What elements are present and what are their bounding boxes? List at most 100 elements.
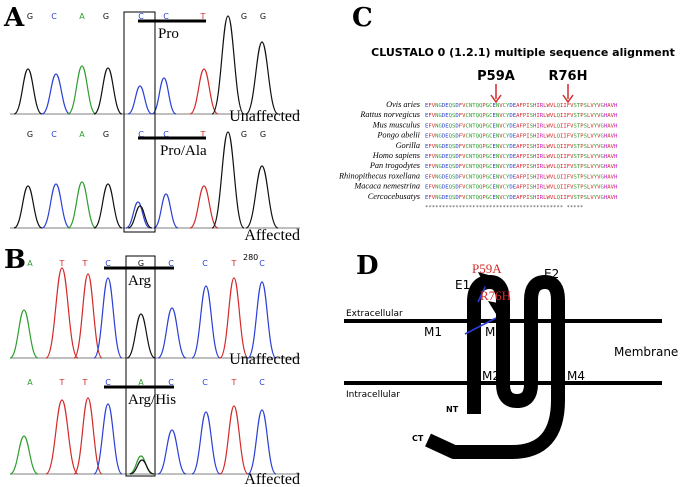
base-letter: G [103, 12, 109, 21]
chromatogram-peak [245, 41, 279, 115]
label-intracellular: Intracellular [346, 390, 400, 400]
alignment-row: EFVNGDEQSDFVCNTQQPGCENVCYDEAFPISHIRLWVLQ… [425, 195, 617, 201]
chromatogram-peak [247, 409, 277, 475]
base-letter: C [105, 378, 111, 387]
chromatogram-peak [219, 405, 249, 475]
mutation-1-pointer [478, 272, 492, 288]
label-extracellular: Extracellular [346, 309, 403, 319]
chromatogram-peak [219, 277, 249, 359]
species-name: Gorilla [396, 141, 420, 150]
chromatogram-peak [45, 399, 79, 475]
chromatogram-peak [247, 281, 277, 359]
base-letter: T [82, 378, 88, 387]
base-letter: G [241, 130, 247, 139]
chromatogram-peak [13, 185, 43, 229]
species-name: Pongo abelii [376, 131, 420, 140]
base-letter: G [260, 12, 266, 21]
label-ct: CT [412, 434, 424, 443]
panel-a-top-chromatogram [10, 15, 300, 115]
mutation-site-2-mark [464, 317, 497, 335]
panel-a-label: A [3, 3, 25, 33]
base-letter: G [138, 259, 144, 268]
label-e2: E2 [544, 267, 559, 281]
panel-c-mutation-2: R76H [549, 69, 588, 84]
panel-b-position: 280 [243, 253, 258, 262]
panel-a-bottom-caption: Affected [244, 227, 300, 244]
base-letter: T [59, 259, 65, 268]
panel-a-highlight-box [123, 11, 156, 233]
chromatogram-peak [9, 435, 39, 475]
mutation-2-pointer [488, 301, 503, 314]
base-letter: C [51, 12, 57, 21]
species-name: Rattus norvegicus [359, 110, 420, 119]
panel-b-bottom-annotation: Arg/His [128, 392, 176, 408]
alignment-row: EFVNGDEQSDFVCNTQQPGCENVCYDEAFPISHIRLWVLQ… [425, 144, 617, 150]
panel-a-bottom-annotation: Pro/Ala [160, 143, 207, 159]
chromatogram-peak [93, 67, 123, 115]
base-letter: T [231, 378, 237, 387]
panel-b-bottom-caption: Affected [244, 471, 300, 487]
chromatogram-peak [189, 68, 219, 115]
base-letter: C [168, 259, 174, 268]
chromatogram-peak [73, 397, 103, 475]
chromatogram-peak [245, 165, 279, 229]
panel-b-label: B [4, 245, 26, 275]
base-letter: A [79, 12, 85, 21]
chromatogram-peak [127, 205, 153, 229]
base-letter: A [27, 378, 33, 387]
chromatogram-peak [151, 77, 177, 115]
species-name: Ovis aries [386, 100, 420, 109]
chromatogram-peak [41, 183, 71, 229]
chromatogram-peak [126, 313, 156, 359]
alignment-row: EFVNGDEQSDFVCNTQQPGCENVCYDEAFPISHIRLWVLQ… [425, 174, 617, 180]
panel-b-top-chromatogram [9, 267, 300, 359]
chromatogram-peak [211, 131, 245, 229]
panel-b-bottom-chromatogram [9, 397, 300, 475]
panel-c-alignment: EFVNGDEQSDFVCNTQQPGCENVCYDEAFPISHIRLWVLQ… [425, 103, 617, 201]
base-letter: G [103, 130, 109, 139]
base-letter: C [105, 259, 111, 268]
base-letter: G [27, 12, 33, 21]
panel-b-top-annotation: Arg [128, 273, 152, 289]
base-letter: T [59, 378, 65, 387]
base-letter: T [200, 130, 206, 139]
base-letter: T [200, 12, 206, 21]
label-m4: M4 [567, 369, 585, 383]
chromatogram-peak [127, 85, 153, 115]
alignment-row: EFVNGDEQSDFVCNTQQPGCENVCYDEAFPISHIRLWVLQ… [425, 113, 617, 119]
alignment-row: EFVNGDEQSDFVCNTQQPGCENVCYDEAFPISHIRLWVLQ… [425, 164, 617, 170]
panel-a-top-annotation: Pro [158, 26, 179, 42]
chromatogram-peak [93, 183, 123, 229]
base-letter: C [163, 12, 169, 21]
chromatogram-peak [191, 285, 221, 359]
chromatogram-peak [157, 307, 187, 359]
base-letter: C [202, 259, 208, 268]
protein-topology [425, 275, 565, 459]
panel-a-top-caption: Unaffected [229, 108, 300, 125]
chromatogram-peak [93, 277, 123, 359]
chromatogram-peak [41, 73, 71, 115]
base-letter: C [163, 130, 169, 139]
chromatogram-peak [153, 193, 179, 229]
panel-c-label: C [352, 3, 373, 33]
panel-d-mutation-2: R76H [480, 288, 511, 303]
base-letter: T [82, 259, 88, 268]
base-letter: C [259, 259, 265, 268]
alignment-row: EFVNGDEQSDFVCNTQQPGCENVCYDEAFPISHIRLWVLQ… [425, 185, 617, 191]
base-letter: A [27, 259, 33, 268]
chromatogram-peak [67, 65, 97, 115]
alignment-row: EFVNGDEQSDFVCNTQQPGCENVCYDEAFPISHIRLWVLQ… [425, 123, 617, 129]
panel-d-mutation-1: P59A [472, 261, 502, 276]
alignment-row: EFVNGDEQSDFVCNTQQPGCENVCYDEAFPISHIRLWVLQ… [425, 134, 617, 140]
base-letter: C [168, 378, 174, 387]
chromatogram-peak [211, 15, 245, 115]
species-name: Homo sapiens [372, 151, 420, 160]
